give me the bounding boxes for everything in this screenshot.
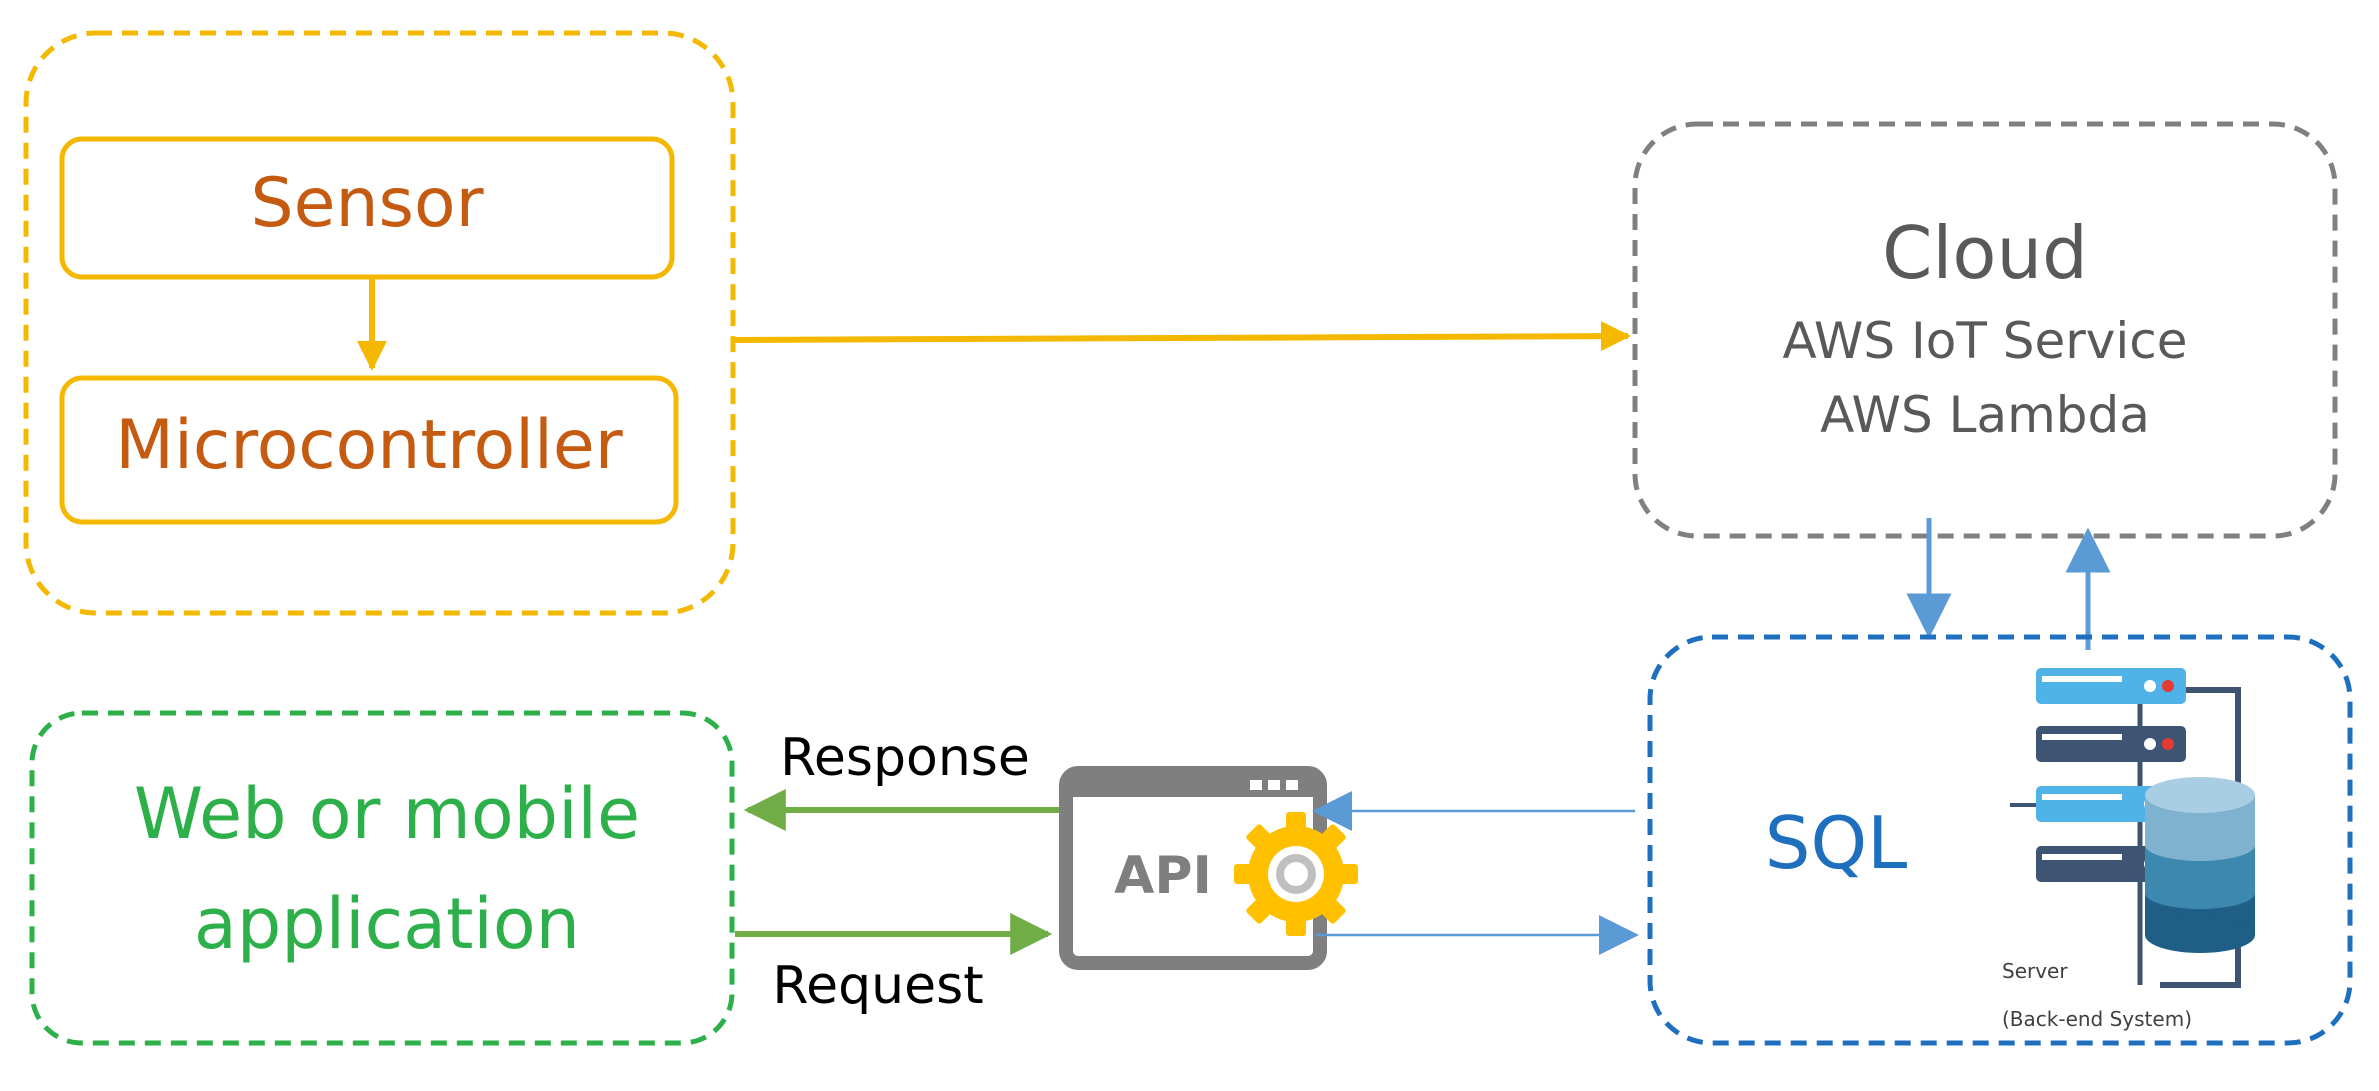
server-sublabel: (Back-end System) (2002, 1007, 2192, 1031)
backend-group-border (1647, 634, 2353, 1046)
gear-icon (1234, 812, 1358, 936)
app-box (29, 710, 735, 1046)
app-label-line-2: application (194, 883, 580, 965)
app-label-line-1: Web or mobile (134, 773, 640, 855)
microcontroller-label: Microcontroller (115, 406, 622, 485)
response-label: Response (780, 728, 1030, 788)
cloud-service-iot: AWS IoT Service (1782, 312, 2187, 370)
sql-label: SQL (1765, 801, 1908, 885)
sensor-box (59, 136, 675, 280)
device-to-cloud-arrow (734, 321, 1631, 352)
sensor-label: Sensor (250, 164, 483, 243)
cloud-box (1632, 121, 2338, 539)
database-icon (2145, 777, 2255, 953)
microcontroller-box (59, 375, 679, 525)
api-label: API (1114, 846, 1212, 906)
server-label: Server (2002, 959, 2068, 983)
cloud-service-lambda: AWS Lambda (1820, 386, 2150, 444)
device-group-border (23, 30, 736, 616)
request-label: Request (772, 956, 983, 1016)
cloud-title: Cloud (1882, 211, 2088, 295)
